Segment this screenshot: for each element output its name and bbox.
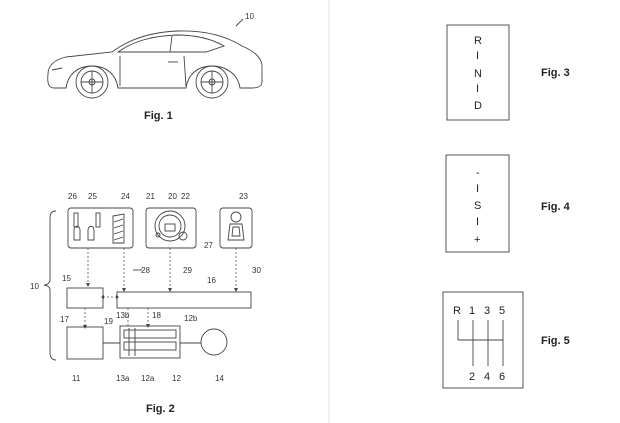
ref-12: 12	[172, 374, 181, 383]
ref-24: 24	[121, 192, 130, 201]
ref-12a: 12a	[141, 374, 155, 383]
fig5-gear-1: 1	[469, 305, 475, 317]
ref-29: 29	[183, 266, 192, 275]
fig5-gear-r: R	[453, 305, 461, 317]
fig4-letter-i1: I	[476, 183, 479, 195]
fig5-gear-2: 2	[469, 371, 475, 383]
ref-21: 21	[146, 192, 155, 201]
fig4-plus: +	[474, 234, 480, 246]
ref-14: 14	[215, 374, 224, 383]
fig5-gear-6: 6	[499, 371, 505, 383]
ref-22: 22	[181, 192, 190, 201]
fig3-letter-i2: I	[476, 83, 479, 95]
fig3-caption: Fig. 3	[541, 67, 570, 79]
fig3-letter-d: D	[474, 100, 482, 112]
ref-27: 27	[204, 241, 213, 250]
fig3-letter-r: R	[474, 35, 482, 47]
fig5-gear-5: 5	[499, 305, 505, 317]
ref-28: 28	[141, 266, 150, 275]
fig1-car-illustration	[47, 30, 263, 99]
ref-13b: 13b	[116, 311, 130, 320]
fig4-letter-i2: I	[476, 216, 479, 228]
ref-25: 25	[88, 192, 97, 201]
fig4-selector-box	[445, 154, 510, 253]
fig1-caption: Fig. 1	[144, 110, 173, 122]
ref-18: 18	[152, 311, 161, 320]
fig5-shift-gate	[457, 320, 504, 366]
fig5-gear-3: 3	[484, 305, 490, 317]
ref-30: 30	[252, 266, 261, 275]
fig3-letter-i1: I	[476, 50, 479, 62]
fig1-ref-leader	[235, 18, 244, 27]
fig4-minus: -	[476, 167, 480, 179]
fig4-caption: Fig. 4	[541, 201, 571, 213]
fig2-caption: Fig. 2	[146, 403, 175, 415]
ref-23: 23	[239, 192, 248, 201]
ref-11: 11	[72, 374, 81, 383]
fig5-gear-4: 4	[484, 371, 490, 383]
fig3-letter-n: N	[474, 68, 482, 80]
fig1-ref-10: 10	[245, 12, 254, 21]
ref-12b: 12b	[184, 314, 198, 323]
fig2-block-diagram	[43, 207, 253, 361]
ref-17: 17	[60, 315, 69, 324]
fig4-letter-s: S	[474, 200, 481, 212]
ref-13a: 13a	[116, 374, 130, 383]
ref-19: 19	[104, 317, 113, 326]
ref-26: 26	[68, 192, 77, 201]
ref-15: 15	[62, 274, 71, 283]
ref-10: 10	[30, 282, 39, 291]
ref-16: 16	[207, 276, 216, 285]
ref-20: 20	[168, 192, 177, 201]
fig3-selector-box	[446, 24, 510, 121]
fig5-caption: Fig. 5	[541, 335, 570, 347]
